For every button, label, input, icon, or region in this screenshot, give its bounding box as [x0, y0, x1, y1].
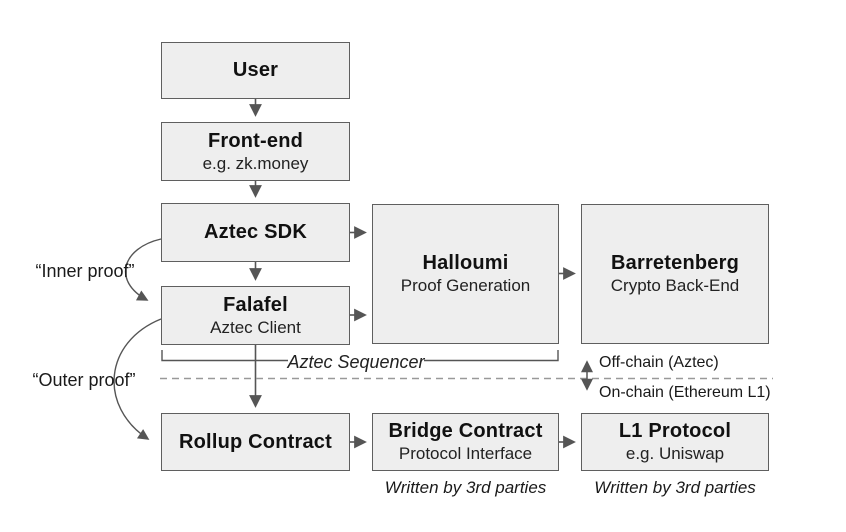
node-subtitle: Proof Generation [400, 276, 531, 295]
node-subtitle: Aztec Client [210, 317, 301, 337]
node-title: Bridge Contract [388, 420, 543, 442]
node-user: User [161, 42, 350, 99]
node-title: L1 Protocol [618, 420, 732, 442]
node-title: User [232, 59, 279, 81]
written-by-3rd-parties-left-label: Written by 3rd parties [384, 478, 547, 497]
node-rollup-contract: Rollup Contract [161, 413, 350, 471]
aztec-sequencer-label: Aztec Sequencer [287, 352, 425, 372]
written-by-3rd-parties-right-label: Written by 3rd parties [594, 478, 756, 497]
node-frontend: Front-end e.g. zk.money [161, 122, 350, 181]
node-halloumi: Halloumi Proof Generation [372, 204, 559, 344]
node-title: Falafel [223, 293, 288, 316]
node-title: Aztec SDK [204, 221, 307, 243]
off-chain-label: Off-chain (Aztec) [599, 354, 719, 371]
on-chain-label: On-chain (Ethereum L1) [599, 384, 771, 401]
outer-proof-label: “Outer proof” [32, 370, 136, 390]
sequencer-bracket-left [161, 350, 288, 362]
sequencer-bracket-right [424, 350, 559, 362]
node-barretenberg: Barretenberg Crypto Back-End [581, 204, 769, 344]
node-subtitle: e.g. Uniswap [625, 444, 725, 463]
node-subtitle: Crypto Back-End [610, 276, 740, 295]
inner-proof-label: “Inner proof” [35, 261, 135, 281]
arrow-inner-proof [124, 238, 162, 301]
arrow-outer-proof [113, 318, 162, 440]
node-title: Barretenberg [611, 252, 739, 274]
node-title: Front-end [207, 129, 304, 152]
node-l1-protocol: L1 Protocol e.g. Uniswap [581, 413, 769, 471]
node-subtitle: e.g. zk.money [202, 153, 309, 173]
node-bridge-contract: Bridge Contract Protocol Interface [372, 413, 559, 471]
node-subtitle: Protocol Interface [398, 444, 533, 463]
node-aztec-sdk: Aztec SDK [161, 203, 350, 262]
node-falafel: Falafel Aztec Client [161, 286, 350, 345]
node-title: Rollup Contract [179, 430, 332, 453]
node-title: Halloumi [422, 252, 509, 274]
